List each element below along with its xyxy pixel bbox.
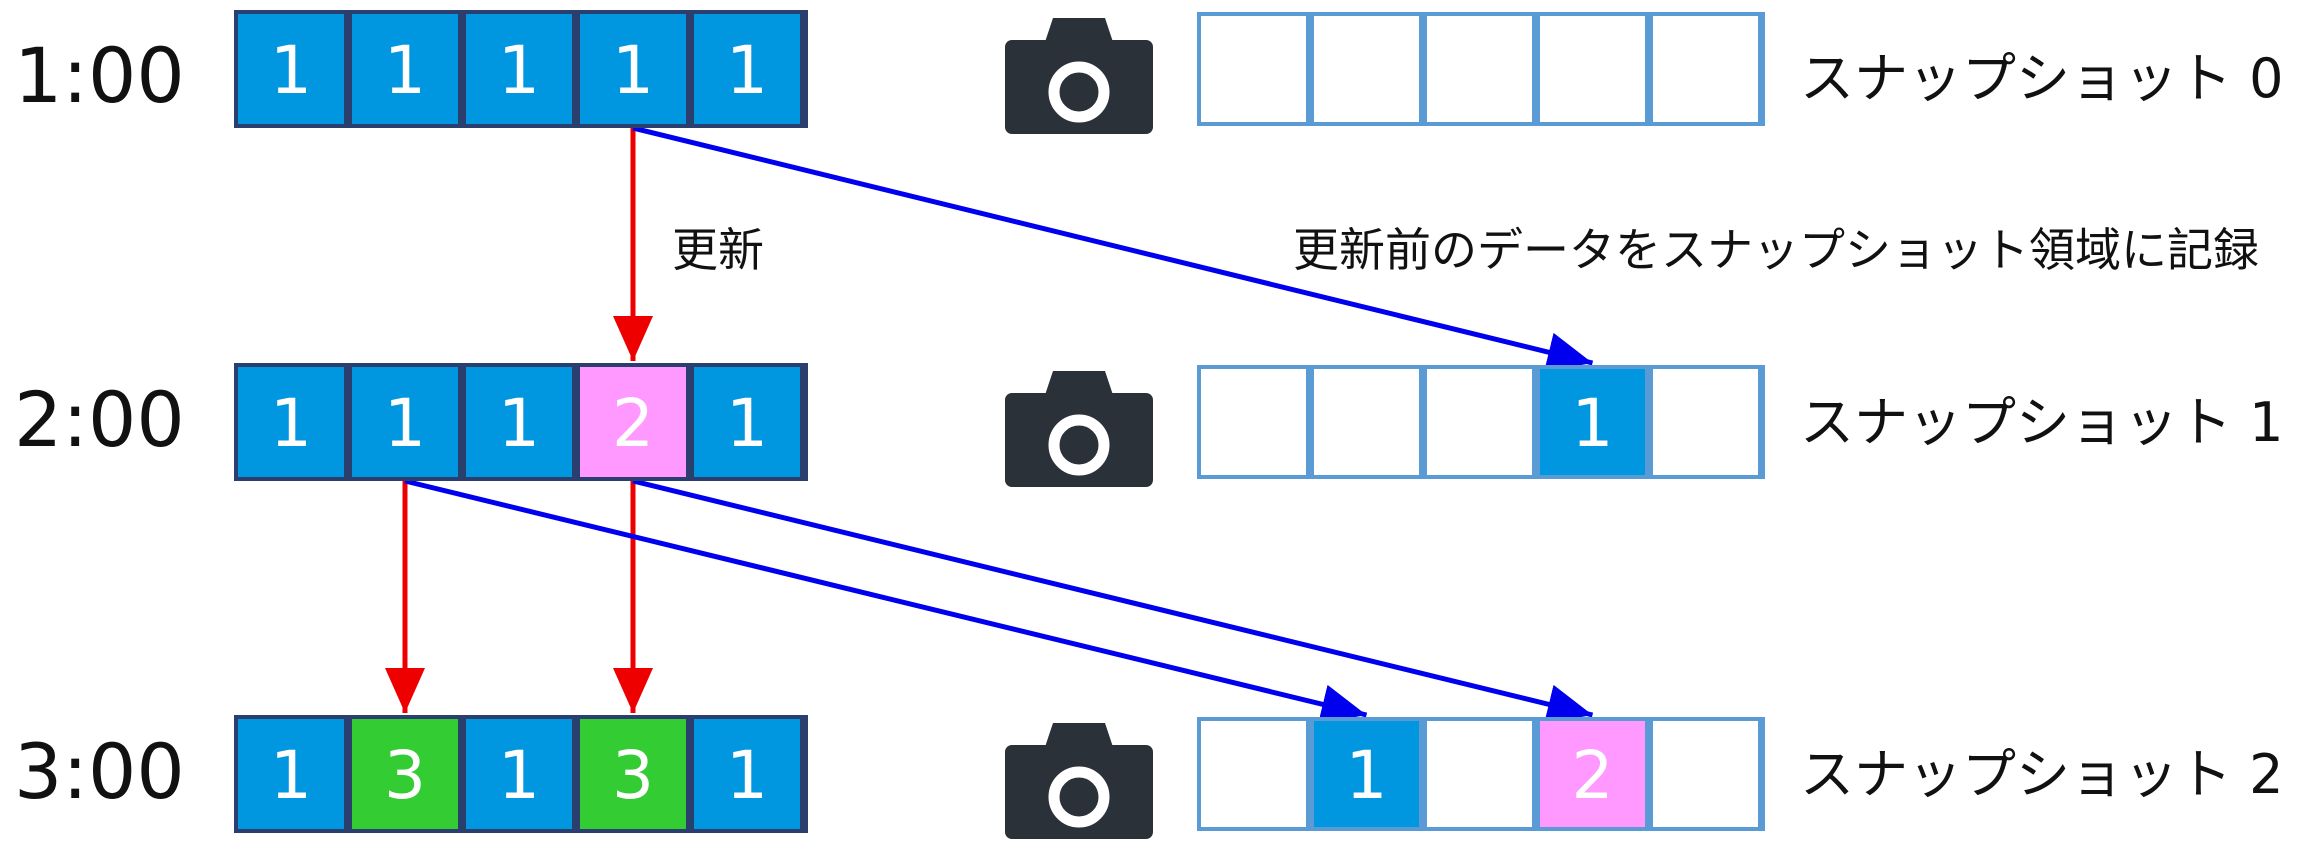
snapshot-block xyxy=(1427,721,1532,827)
data-block xyxy=(466,719,572,829)
update-annotation: 更新 xyxy=(672,223,764,277)
snapshot-group-0: スナップショット 0 xyxy=(1005,12,2284,134)
time-label: 2:00 xyxy=(14,375,185,464)
snapshot-block xyxy=(1314,721,1419,827)
data-block xyxy=(694,14,800,124)
snapshot-block xyxy=(1540,369,1645,475)
camera-lens xyxy=(1048,61,1110,123)
block-value: 2 xyxy=(1572,737,1614,814)
block-value: 3 xyxy=(612,737,654,814)
snapshot-block xyxy=(1427,16,1532,122)
block-value: 1 xyxy=(384,32,426,109)
data-block xyxy=(694,719,800,829)
copy-arrow xyxy=(632,125,1594,372)
data-block xyxy=(238,719,344,829)
data-block xyxy=(580,367,686,477)
snapshot-label: スナップショット 1 xyxy=(1800,391,2284,454)
block-value: 1 xyxy=(270,385,312,462)
copy-arrow xyxy=(632,478,1594,724)
snapshot-blocks: 1 xyxy=(1197,365,1765,479)
camera-body xyxy=(1005,745,1153,839)
camera-top xyxy=(1045,18,1113,42)
arrows-layer xyxy=(385,125,1594,724)
snapshot-block xyxy=(1201,369,1306,475)
snapshot-block xyxy=(1653,721,1758,827)
block-value: 1 xyxy=(270,32,312,109)
block-value: 3 xyxy=(384,737,426,814)
camera-body xyxy=(1005,40,1153,134)
snapshot-block xyxy=(1201,16,1306,122)
block-value: 1 xyxy=(726,32,768,109)
camera-icon xyxy=(1005,18,1153,134)
snapshot-group-1: 1 スナップショット 1 xyxy=(1005,365,2284,487)
camera-lens xyxy=(1048,766,1110,828)
time-label: 1:00 xyxy=(14,31,185,120)
data-block xyxy=(466,14,572,124)
data-block xyxy=(238,367,344,477)
data-block xyxy=(238,14,344,124)
snapshot-label: スナップショット 0 xyxy=(1800,47,2284,110)
data-block xyxy=(580,719,686,829)
data-block xyxy=(352,367,458,477)
snapshot-block xyxy=(1314,369,1419,475)
block-value: 1 xyxy=(384,385,426,462)
block-value: 2 xyxy=(612,385,654,462)
snapshot-block xyxy=(1653,16,1758,122)
snapshot-label: スナップショット 2 xyxy=(1800,743,2284,806)
copy-arrow xyxy=(404,478,1368,724)
record-annotation: 更新前のデータをスナップショット領域に記録 xyxy=(1293,223,2259,277)
camera-body xyxy=(1005,393,1153,487)
data-block xyxy=(352,14,458,124)
block-value: 1 xyxy=(612,32,654,109)
data-block xyxy=(580,14,686,124)
block-value: 1 xyxy=(498,737,540,814)
data-block xyxy=(466,367,572,477)
camera-top xyxy=(1045,723,1113,747)
snapshot-block xyxy=(1314,16,1419,122)
block-value: 1 xyxy=(726,737,768,814)
snapshot-block xyxy=(1540,721,1645,827)
data-block xyxy=(694,367,800,477)
block-value: 1 xyxy=(726,385,768,462)
snapshot-block xyxy=(1540,16,1645,122)
snapshot-block xyxy=(1653,369,1758,475)
block-value: 1 xyxy=(498,385,540,462)
block-value: 1 xyxy=(498,32,540,109)
snapshot-block xyxy=(1201,721,1306,827)
block-value: 1 xyxy=(270,737,312,814)
block-value: 1 xyxy=(1572,385,1614,462)
block-value: 1 xyxy=(1346,737,1388,814)
camera-lens xyxy=(1048,414,1110,476)
time-label: 3:00 xyxy=(14,727,185,816)
snapshot-block xyxy=(1427,369,1532,475)
camera-icon xyxy=(1005,371,1153,487)
snapshot-blocks xyxy=(1197,12,1765,126)
data-block xyxy=(352,719,458,829)
camera-icon xyxy=(1005,723,1153,839)
camera-top xyxy=(1045,371,1113,395)
